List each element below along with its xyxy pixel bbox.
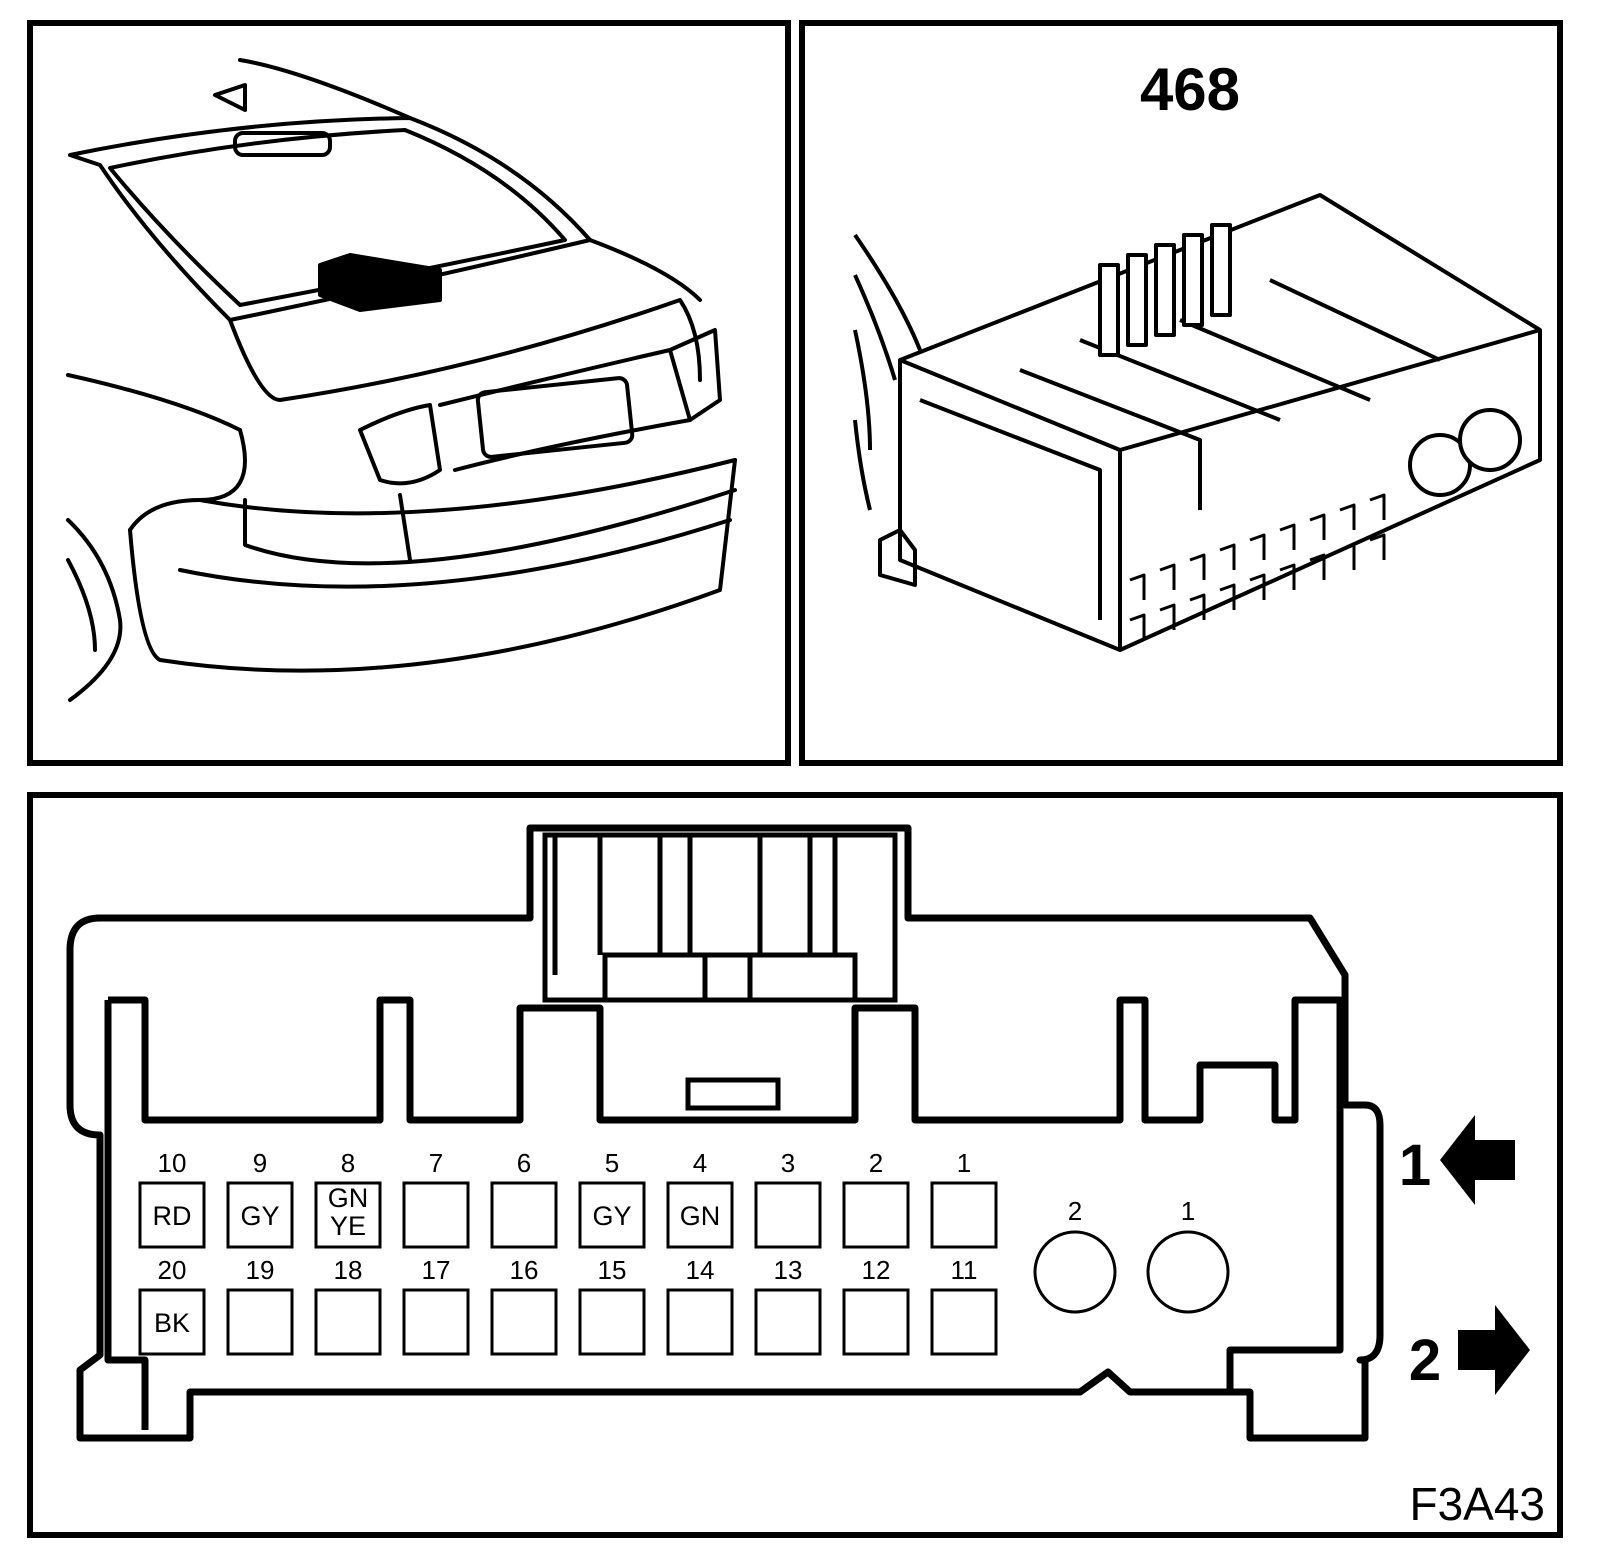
pin-number: 20 xyxy=(158,1255,187,1285)
wire-color-label: BK xyxy=(154,1308,190,1338)
pin-number: 14 xyxy=(686,1255,715,1285)
pin-number: 7 xyxy=(429,1148,443,1178)
pin-number: 3 xyxy=(781,1148,795,1178)
pin-number: 5 xyxy=(605,1148,619,1178)
direction-label-1: 1 xyxy=(1399,1133,1431,1198)
panel-frame-connector xyxy=(799,20,1563,766)
wire-color-label: GY xyxy=(240,1201,279,1231)
pin-number: 17 xyxy=(422,1255,451,1285)
connector-face-outline xyxy=(66,824,1384,1442)
pin-cavity xyxy=(226,1181,294,1249)
wire-color-label: GN xyxy=(328,1183,369,1213)
pin-cavity xyxy=(578,1181,646,1249)
wire-color-label: YE xyxy=(330,1211,366,1241)
pin-cavity xyxy=(490,1288,558,1356)
pin-number: 11 xyxy=(951,1255,978,1285)
car-rear-panel xyxy=(27,20,791,766)
wire-color-label: GY xyxy=(592,1201,631,1231)
pin-cavity xyxy=(754,1288,822,1356)
pin-number: 18 xyxy=(334,1255,363,1285)
pin-number: 16 xyxy=(510,1255,539,1285)
round-pin-number: 1 xyxy=(1181,1196,1195,1226)
pin-number: 9 xyxy=(253,1148,267,1178)
pin-number: 2 xyxy=(869,1148,883,1178)
round-pin-number: 2 xyxy=(1068,1196,1082,1226)
pin-cavity xyxy=(138,1288,206,1356)
pin-number: 13 xyxy=(774,1255,803,1285)
pin-cavity xyxy=(754,1181,822,1249)
pin-cavity xyxy=(842,1181,910,1249)
connector-3d-illustration xyxy=(853,193,1542,652)
pin-cavity xyxy=(578,1288,646,1356)
panel-frame-car xyxy=(27,20,791,766)
pin-number: 4 xyxy=(693,1148,707,1178)
pin-cavity xyxy=(666,1288,734,1356)
pin-cavity xyxy=(226,1288,294,1356)
latch-block xyxy=(542,832,898,1111)
arrow-left-icon xyxy=(1440,1115,1515,1205)
pin-number: 19 xyxy=(246,1255,275,1285)
pin-cavity xyxy=(402,1288,470,1356)
figure-code: F3A43 xyxy=(1409,1478,1545,1530)
car-rear-illustration xyxy=(66,58,737,702)
direction-label-2: 2 xyxy=(1409,1328,1441,1393)
pin-number: 1 xyxy=(957,1148,971,1178)
pin-cavity xyxy=(930,1181,998,1249)
pin-number: 12 xyxy=(862,1255,891,1285)
pin-cavity xyxy=(314,1181,382,1249)
pin-cavity xyxy=(666,1181,734,1249)
connector-number: 468 xyxy=(1140,56,1240,123)
arrow-right-icon xyxy=(1458,1305,1530,1395)
round-pin-cavity xyxy=(1146,1230,1230,1314)
pin-cavity xyxy=(842,1288,910,1356)
pin-cavity xyxy=(402,1181,470,1249)
pin-number: 10 xyxy=(158,1148,187,1178)
wire-color-label: GN xyxy=(680,1201,721,1231)
pin-cavity xyxy=(138,1181,206,1249)
round-pin-cavity xyxy=(1033,1230,1117,1314)
pin-cavity xyxy=(490,1181,558,1249)
pin-cavity xyxy=(314,1288,382,1356)
pin-number: 8 xyxy=(341,1148,355,1178)
pin-number: 6 xyxy=(517,1148,531,1178)
panel-frame-pinout xyxy=(27,792,1563,1538)
wire-color-label: RD xyxy=(153,1201,192,1231)
connector-3d-panel: 468 xyxy=(799,20,1563,766)
pin-cavity xyxy=(930,1288,998,1356)
pin-number: 15 xyxy=(598,1255,627,1285)
direction-arrows: 1 2 xyxy=(1399,1115,1530,1395)
